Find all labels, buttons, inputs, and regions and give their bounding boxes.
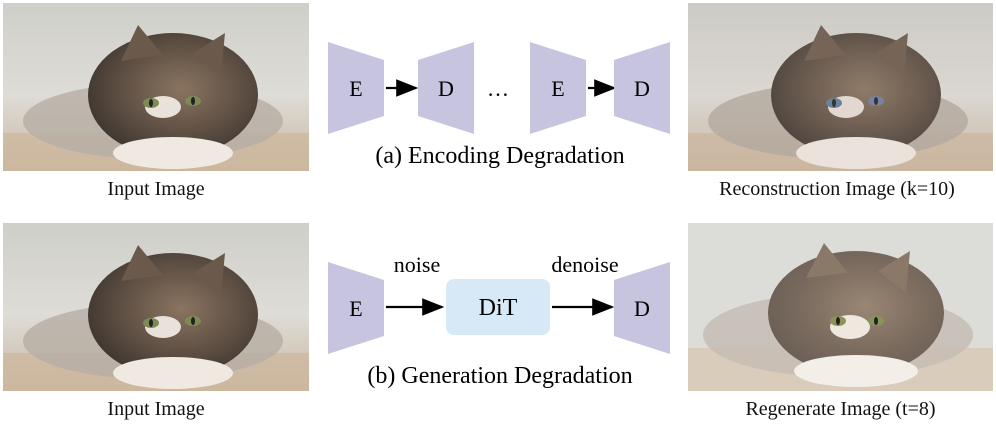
decoder-block-a2: D <box>614 42 670 134</box>
decoder-block-b: D <box>614 262 670 354</box>
ellipsis: … <box>487 76 509 101</box>
decoder-label-a1: D <box>438 76 454 101</box>
dit-block: DiT <box>446 279 550 335</box>
encoder-label-a2: E <box>551 76 564 101</box>
diagram-title-a: (a) Encoding Degradation <box>375 143 624 169</box>
input-image-caption-top: Input Image <box>107 178 205 200</box>
encoder-label-b: E <box>349 296 362 321</box>
diagram-title-b: (b) Generation Degradation <box>367 363 632 389</box>
encoder-block-a1: E <box>328 42 384 134</box>
decoder-label-a2: D <box>634 76 650 101</box>
input-image-top <box>3 3 309 171</box>
degradation-diagram: E D … E D (a) Encoding Degradation E noi… <box>328 42 670 389</box>
denoise-label: denoise <box>551 252 618 277</box>
decoder-block-a1: D <box>418 42 474 134</box>
encoder-block-b: E <box>328 262 384 354</box>
diagram-panel: E D … E D (a) Encoding Degradation E noi… <box>320 0 680 424</box>
noise-label: noise <box>394 252 440 277</box>
decoder-label-b: D <box>634 296 650 321</box>
regenerated-image <box>688 223 993 391</box>
input-image-bottom <box>3 223 309 391</box>
reconstruction-image-caption: Reconstruction Image (k=10) <box>719 178 955 200</box>
dit-label: DiT <box>479 295 518 321</box>
encoder-block-a2: E <box>530 42 586 134</box>
input-image-caption-bottom: Input Image <box>107 398 205 420</box>
reconstruction-image <box>688 3 993 171</box>
regenerated-image-caption: Regenerate Image (t=8) <box>745 398 936 420</box>
encoder-label-a1: E <box>349 76 362 101</box>
